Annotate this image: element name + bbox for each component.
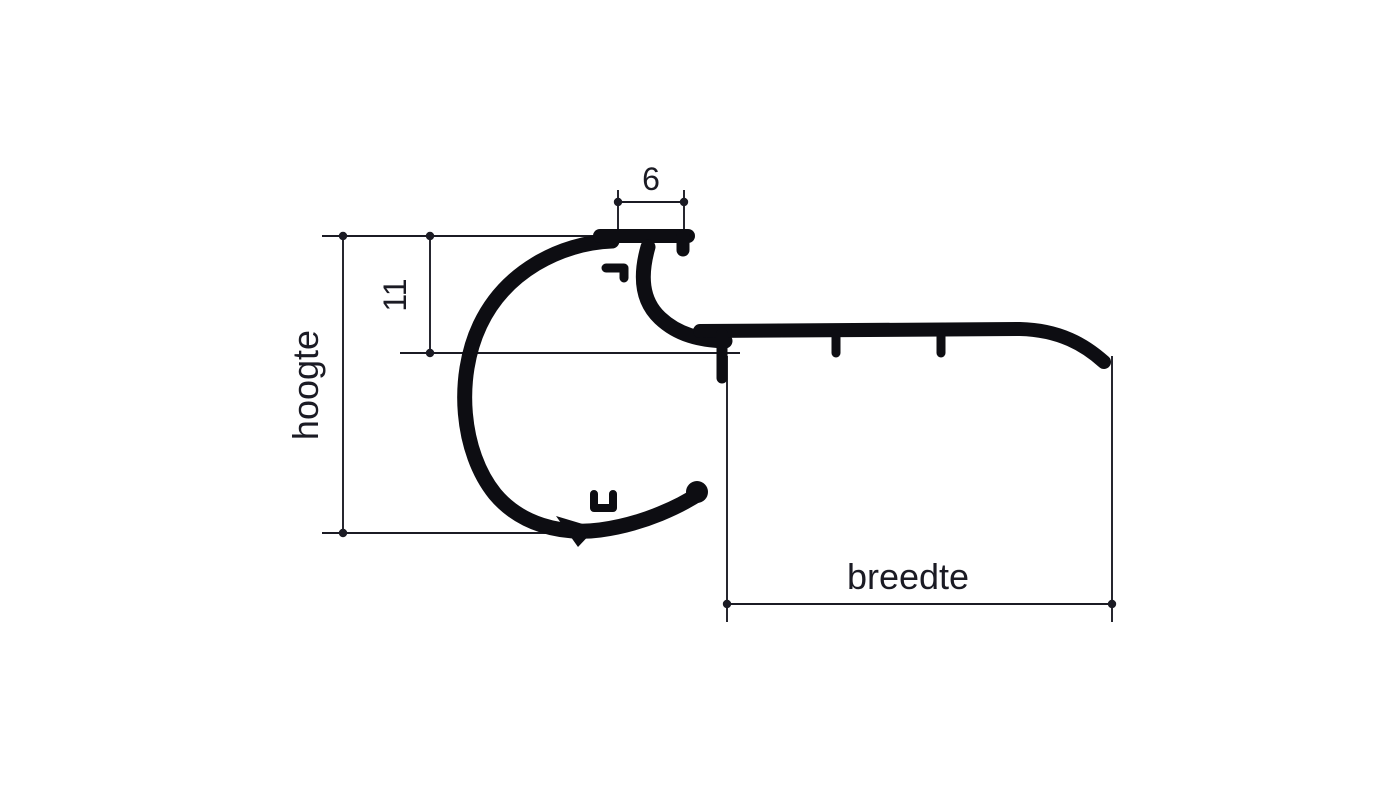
terminator-dot	[613, 197, 623, 207]
profile-c-arc	[457, 233, 708, 539]
profile-s-curve	[635, 239, 733, 349]
dimension-label-11: 11	[377, 278, 413, 311]
dimension-terminators-group	[338, 197, 1117, 609]
profile-horizontal-arm	[693, 322, 1111, 369]
terminator-dot	[338, 231, 348, 241]
dimension-lines-group	[322, 190, 1116, 622]
profile-outline-group	[457, 229, 1111, 539]
terminator-dot	[722, 599, 732, 609]
terminator-dot	[679, 197, 689, 207]
terminator-dot	[425, 348, 435, 358]
terminator-dot	[425, 231, 435, 241]
profile-inner-notch	[601, 263, 629, 283]
terminator-dot	[338, 528, 348, 538]
dimension-label-6: 6	[642, 161, 660, 197]
profile-ball-terminal	[686, 481, 708, 503]
profile-bottom-notch	[590, 490, 617, 512]
dimension-label-hoogte: hoogte	[285, 330, 326, 440]
terminator-dot	[1107, 599, 1117, 609]
profile-bottom-barb	[556, 516, 596, 547]
dimension-label-breedte: breedte	[847, 556, 969, 597]
